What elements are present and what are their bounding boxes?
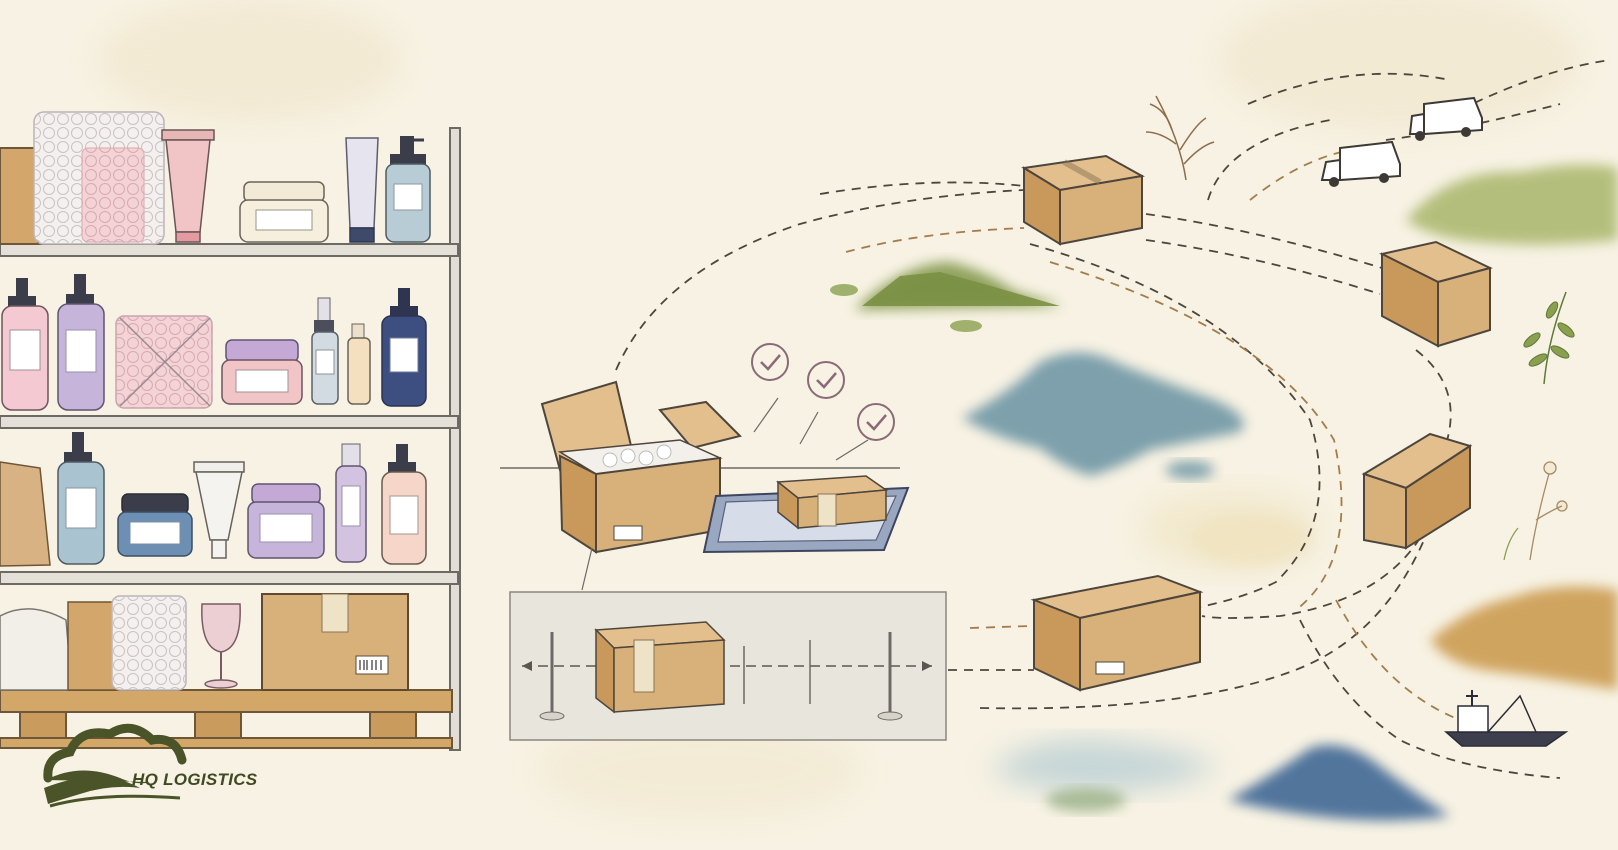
inspection-zone — [509, 591, 947, 741]
storage-shelf-icon — [0, 127, 461, 751]
checkmark-icon — [751, 343, 789, 381]
bubble-wrap-icon — [111, 595, 187, 691]
cosmetic-jar-icon — [239, 181, 329, 243]
barrier-post-icon — [877, 632, 903, 721]
spray-bottle-icon — [335, 443, 367, 563]
lotion-bottle-icon — [381, 288, 427, 407]
cosmetic-jar-icon — [117, 493, 193, 557]
cloud-hill-logo-icon — [43, 723, 187, 808]
cardboard-box-icon — [1379, 240, 1493, 348]
leaf-sprig-icon — [1523, 291, 1575, 385]
checkmark-icon — [857, 403, 895, 441]
brand-logo: HQ LOGISTICS — [40, 722, 257, 812]
delivery-van-icon — [1408, 96, 1483, 141]
lotion-bottle-icon — [1, 278, 49, 411]
lotion-bottle-icon — [57, 432, 105, 565]
cardboard-box-icon — [1361, 432, 1473, 550]
terrain — [830, 164, 1618, 821]
cosmetic-jar-icon — [247, 483, 325, 559]
open-box-icon — [540, 380, 742, 554]
shelf-row-3 — [0, 432, 427, 567]
tube-icon — [161, 129, 215, 243]
shelf-row-1 — [0, 111, 431, 245]
brand-name: HQ LOGISTICS — [132, 770, 258, 789]
cosmetic-jar-icon — [221, 339, 303, 405]
leaf-sprig-icon — [1145, 95, 1215, 181]
delivery-van-icon — [1320, 140, 1401, 187]
checkmark-icon — [807, 361, 845, 399]
lotion-bottle-icon — [381, 444, 427, 565]
lotion-bottle-icon — [385, 136, 431, 243]
paper-stains — [100, 0, 1580, 820]
barrier-post-icon — [539, 632, 565, 721]
cargo-ship-icon — [1444, 690, 1569, 747]
leaf-sprig-icon — [1503, 461, 1568, 561]
shelf-row-4 — [0, 593, 409, 691]
cardboard-box-icon — [1021, 154, 1145, 246]
dropper-bottle-icon — [347, 323, 371, 405]
tube-icon — [345, 137, 379, 243]
packing-station — [500, 343, 910, 591]
cardboard-box-icon — [594, 621, 726, 714]
cardboard-box-icon — [261, 593, 409, 691]
tube-icon — [193, 461, 245, 559]
bubble-wrap-icon — [115, 315, 213, 409]
lotion-bottle-icon — [57, 274, 105, 411]
shelf-row-2 — [1, 274, 427, 411]
wine-glass-icon — [201, 603, 241, 689]
dropper-bottle-icon — [311, 297, 339, 405]
cardboard-box-icon — [1030, 574, 1204, 692]
bubble-wrap-icon — [33, 111, 165, 245]
cardboard-box-icon — [776, 475, 889, 530]
